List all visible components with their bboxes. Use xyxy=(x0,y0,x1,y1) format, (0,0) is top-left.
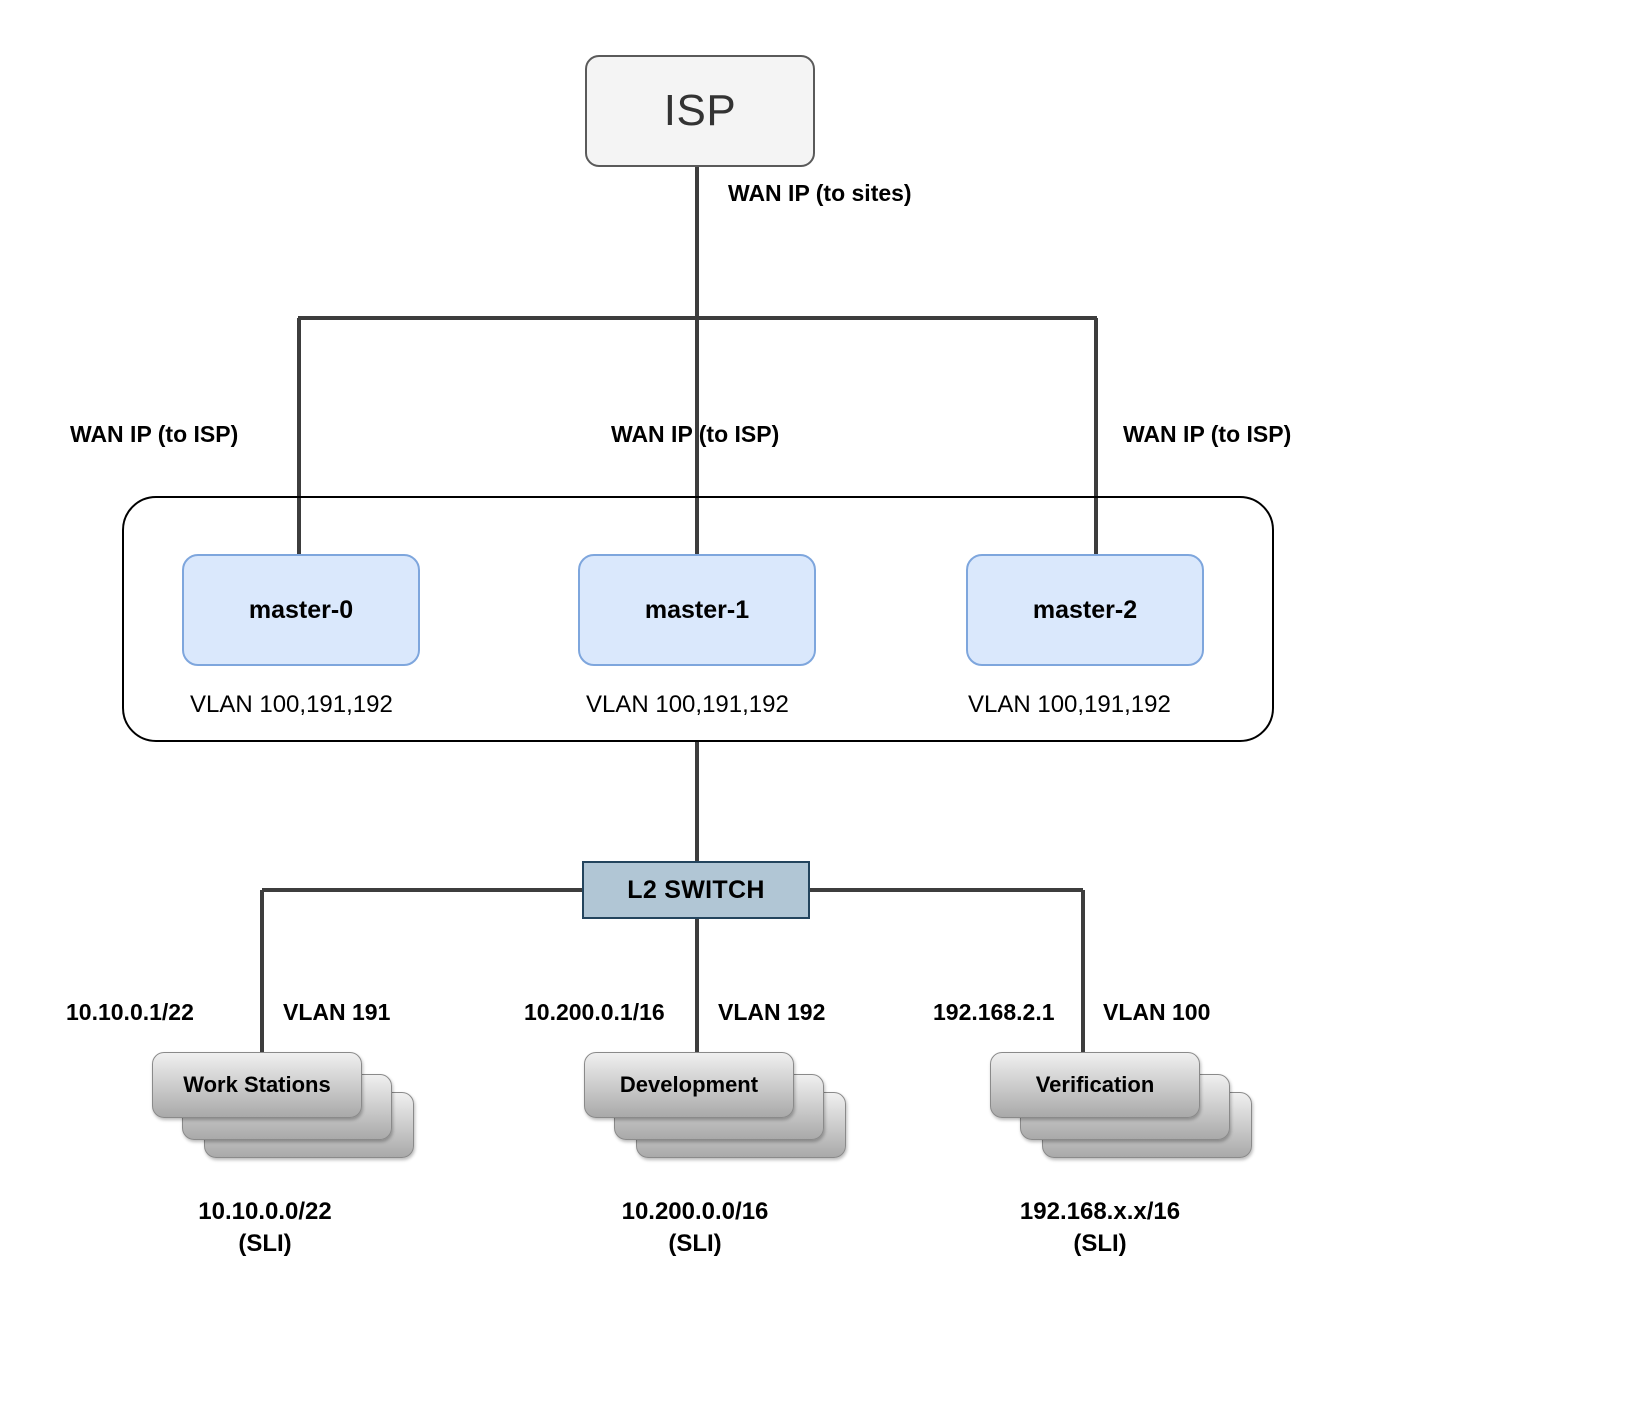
master-node-0[interactable]: master-0 xyxy=(182,554,420,666)
isp-node-label: ISP xyxy=(663,86,737,135)
subnet-note-development: (SLI) xyxy=(668,1230,722,1258)
vlan-label-workstations: VLAN 191 xyxy=(283,999,391,1025)
host-group-verification-label: Verification xyxy=(1035,1072,1155,1097)
subnet-cidr-verification: 192.168.x.x/16 xyxy=(1019,1198,1181,1225)
host-group-sheet-front: Development xyxy=(584,1052,794,1118)
host-group-sheet-front: Verification xyxy=(990,1052,1200,1118)
master-node-0-label: master-0 xyxy=(248,595,354,624)
host-group-verification[interactable]: Verification xyxy=(978,1048,1258,1176)
master-node-2[interactable]: master-2 xyxy=(966,554,1204,666)
subnet-cidr-workstations: 10.10.0.0/22 xyxy=(198,1198,332,1225)
vlan-label-development: VLAN 192 xyxy=(718,999,826,1025)
gateway-ip-label-workstations: 10.10.0.1/22 xyxy=(66,999,194,1025)
vlan-label-verification: VLAN 100 xyxy=(1103,999,1211,1025)
wan-ip-to-isp-label-2: WAN IP (to ISP) xyxy=(1123,421,1292,447)
isp-node[interactable]: ISP xyxy=(585,55,815,167)
l2-switch-label: L2 SWITCH xyxy=(627,875,765,904)
master-node-0-vlan-label: VLAN 100,191,192 xyxy=(190,691,393,718)
l2-switch-node[interactable]: L2 SWITCH xyxy=(582,861,810,919)
host-group-development-label: Development xyxy=(619,1072,759,1097)
subnet-caption-workstations: 10.10.0.0/22 (SLI) xyxy=(125,1196,405,1261)
host-group-development[interactable]: Development xyxy=(572,1048,852,1176)
master-node-1[interactable]: master-1 xyxy=(578,554,816,666)
master-node-2-label: master-2 xyxy=(1032,595,1138,624)
wan-ip-to-sites-label: WAN IP (to sites) xyxy=(728,180,912,206)
host-group-workstations-label: Work Stations xyxy=(183,1072,331,1097)
gateway-ip-label-development: 10.200.0.1/16 xyxy=(524,999,665,1025)
master-cluster-boundary xyxy=(122,496,1274,742)
subnet-note-verification: (SLI) xyxy=(1073,1230,1127,1258)
subnet-note-workstations: (SLI) xyxy=(238,1230,292,1258)
gateway-ip-label-verification: 192.168.2.1 xyxy=(933,999,1055,1025)
host-group-sheet-front: Work Stations xyxy=(152,1052,362,1118)
master-node-1-vlan-label: VLAN 100,191,192 xyxy=(586,691,789,718)
subnet-caption-verification: 192.168.x.x/16 (SLI) xyxy=(960,1196,1240,1261)
wan-ip-to-isp-label-0: WAN IP (to ISP) xyxy=(70,421,239,447)
host-group-workstations[interactable]: Work Stations xyxy=(140,1048,420,1176)
master-node-1-label: master-1 xyxy=(644,595,750,624)
subnet-caption-development: 10.200.0.0/16 (SLI) xyxy=(555,1196,835,1261)
wan-ip-to-isp-label-1: WAN IP (to ISP) xyxy=(611,421,780,447)
subnet-cidr-development: 10.200.0.0/16 xyxy=(621,1198,769,1225)
master-node-2-vlan-label: VLAN 100,191,192 xyxy=(968,691,1171,718)
